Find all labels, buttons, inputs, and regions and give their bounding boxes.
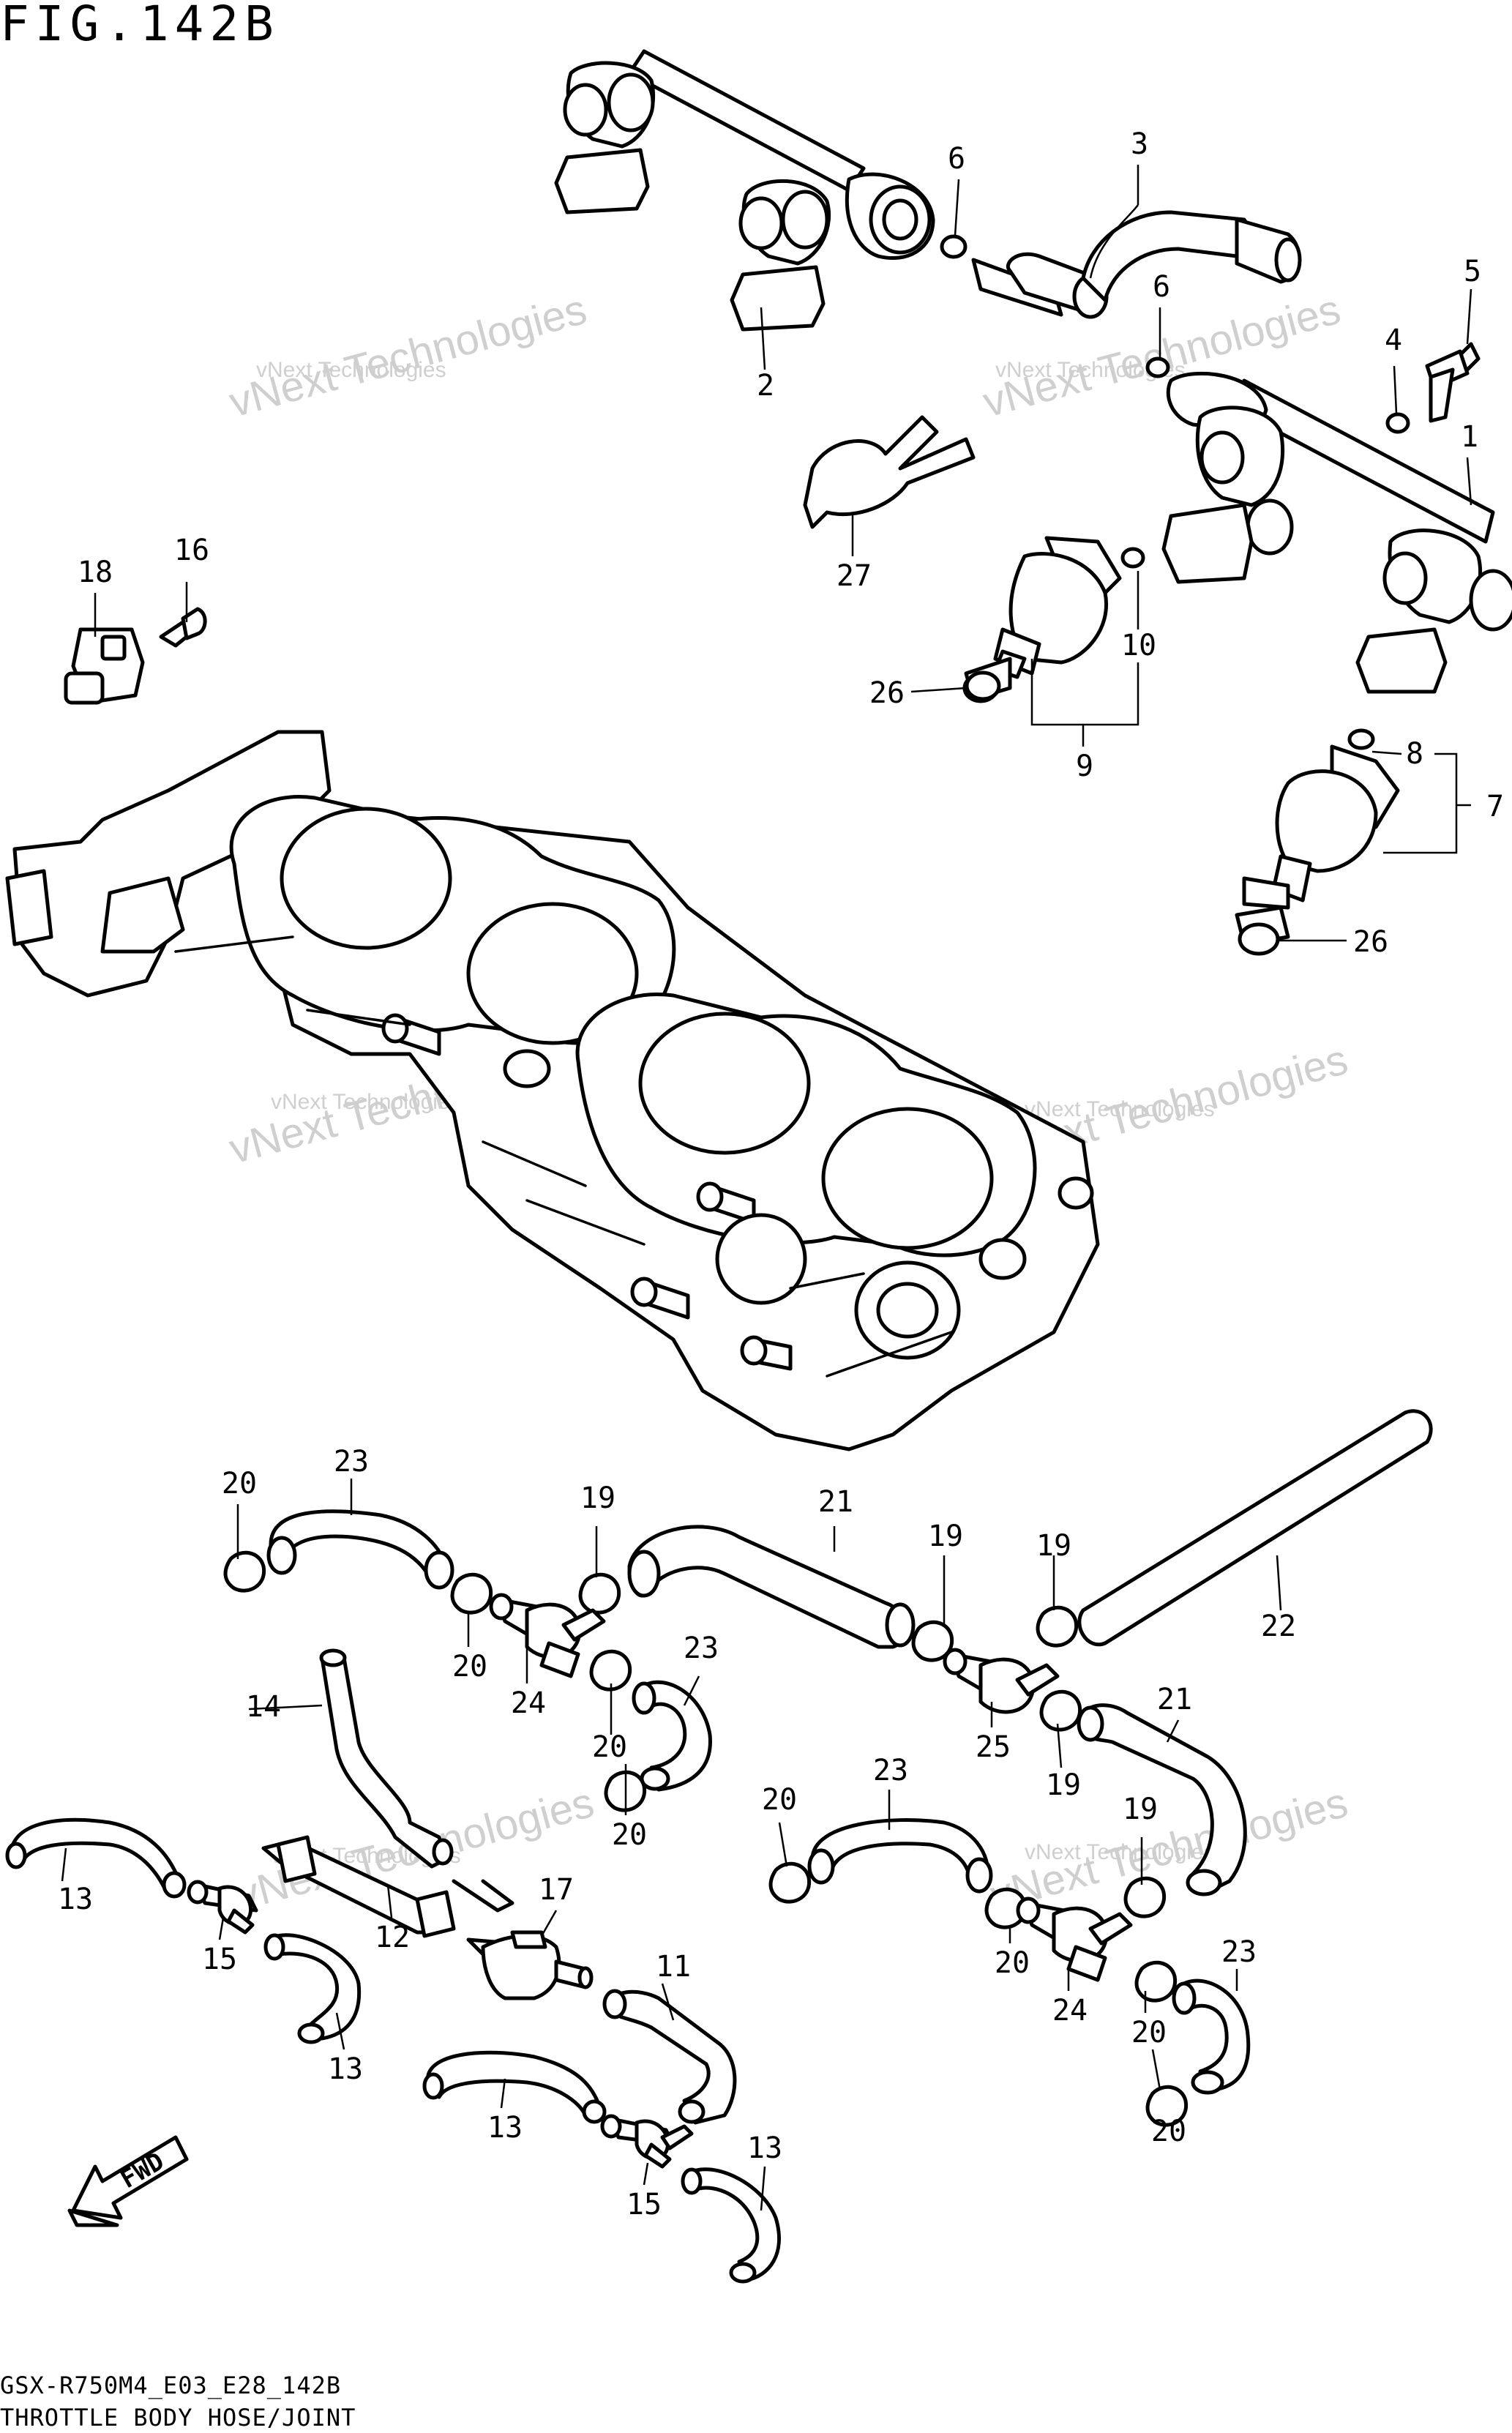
callout-21-upper: 21	[818, 1485, 853, 1519]
model-code: GSX-R750M4_E03_E28_142B	[0, 2372, 342, 2399]
callout-22: 22	[1261, 1610, 1296, 1643]
svg-text:vNext Technologies: vNext Technologies	[1025, 1840, 1215, 1864]
fuel-delivery-pipe-main	[1161, 371, 1512, 694]
callout-10: 10	[1121, 629, 1156, 662]
joint-left	[187, 1880, 258, 1935]
callout-13-mid: 13	[328, 2052, 363, 2086]
callout-2: 2	[757, 369, 774, 403]
hose-long	[1077, 1409, 1433, 1647]
o-ring-upper	[940, 234, 968, 259]
callout-24-lower: 24	[1052, 1994, 1088, 2028]
callout-12: 12	[375, 1921, 410, 1954]
callout-20g: 20	[1131, 2016, 1167, 2049]
svg-text:vNext Technologies: vNext Technologies	[271, 1090, 461, 1114]
hose-left	[9, 1817, 181, 1891]
figure-title: FIG.142B	[0, 0, 280, 52]
callout-25: 25	[976, 1730, 1011, 1764]
callout-20c: 20	[592, 1730, 627, 1764]
callout-23d: 23	[1221, 1935, 1257, 1969]
callout-20h: 20	[1151, 2115, 1186, 2148]
fuel-delivery-pipe-upper	[554, 49, 935, 332]
svg-text:vNext Technologies: vNext Technologies	[1025, 1097, 1215, 1121]
callout-27: 27	[837, 559, 872, 593]
vacuum-valve	[466, 1930, 594, 2000]
callout-20f: 20	[995, 1946, 1030, 1980]
callout-3: 3	[1131, 127, 1148, 161]
clamp	[803, 415, 976, 529]
callout-24-upper: 24	[511, 1686, 546, 1720]
callout-23b: 23	[684, 1632, 719, 1665]
callout-18: 18	[78, 556, 113, 589]
sensor	[64, 627, 145, 705]
hose-upper	[627, 1525, 908, 1649]
callout-13-bottom: 13	[747, 2131, 782, 2165]
callout-14: 14	[246, 1690, 281, 1724]
callout-19d: 19	[1046, 1768, 1081, 1802]
washer	[1385, 412, 1410, 434]
hose-with-filter	[261, 1835, 514, 1938]
callout-6b: 6	[1153, 270, 1170, 304]
fuel-feed-joint	[971, 210, 1302, 319]
callout-numbers: 1 2 3 4 5 6 6 7 8 9 10 11 12 13 13 13 13…	[58, 127, 1504, 2221]
callout-19c: 19	[1036, 1529, 1071, 1563]
t-joint-middle	[943, 1648, 1060, 1714]
callout-5: 5	[1464, 255, 1481, 288]
hose-clamps	[223, 1550, 1189, 2127]
t-joint-lower	[1016, 1896, 1133, 1982]
hose-short	[426, 2050, 602, 2118]
callout-20d: 20	[612, 1818, 647, 1852]
callout-26-upper: 26	[869, 676, 905, 710]
leader-lines	[61, 165, 1472, 2211]
callout-19b: 19	[928, 1520, 963, 1553]
callout-21-lower: 21	[1157, 1683, 1192, 1716]
t-joint-upper	[489, 1593, 606, 1678]
callout-26-lower: 26	[1353, 925, 1388, 959]
callout-7: 7	[1486, 790, 1504, 823]
forward-arrow: FWD	[67, 2135, 189, 2227]
hose-right-of-valve	[605, 1989, 737, 2125]
hose-elbow-b	[635, 1680, 712, 1792]
callout-13-left: 13	[58, 1883, 93, 1916]
callout-20a: 20	[222, 1467, 257, 1500]
hose-bottom	[686, 2167, 781, 2282]
svg-text:vNext Technologies: vNext Technologies	[256, 358, 446, 382]
svg-text:vNext Technologies: vNext Technologies	[225, 285, 592, 427]
callout-23a: 23	[334, 1445, 369, 1479]
callout-15-bottom: 15	[626, 2188, 662, 2221]
callout-1: 1	[1461, 420, 1478, 454]
hose-elbow-a	[269, 1509, 449, 1583]
fuel-injector-lower	[1235, 728, 1400, 956]
callout-13-low: 13	[487, 2111, 523, 2145]
diagram-caption: THROTTLE BODY HOSE/JOINT	[0, 2404, 356, 2432]
callout-20e: 20	[762, 1783, 797, 1817]
callout-20b: 20	[452, 1650, 487, 1683]
hose-elbow-c	[810, 1818, 990, 1880]
callout-17: 17	[539, 1873, 574, 1907]
callout-6a: 6	[948, 142, 965, 176]
screw	[159, 607, 207, 648]
callout-23c: 23	[873, 1754, 908, 1787]
callout-4: 4	[1385, 324, 1402, 357]
callout-8: 8	[1406, 737, 1423, 771]
callout-11: 11	[656, 1950, 691, 1984]
joint-bottom	[600, 2114, 694, 2169]
callout-19e: 19	[1123, 1793, 1158, 1826]
injector-seal-upper	[965, 670, 1001, 701]
o-ring-lower	[1145, 356, 1170, 378]
callout-15-left: 15	[202, 1943, 237, 1976]
bolt	[1425, 342, 1481, 423]
callout-9: 9	[1076, 750, 1093, 783]
callout-19a: 19	[580, 1481, 615, 1515]
throttle-body	[5, 730, 1100, 1451]
callout-16: 16	[174, 534, 209, 567]
